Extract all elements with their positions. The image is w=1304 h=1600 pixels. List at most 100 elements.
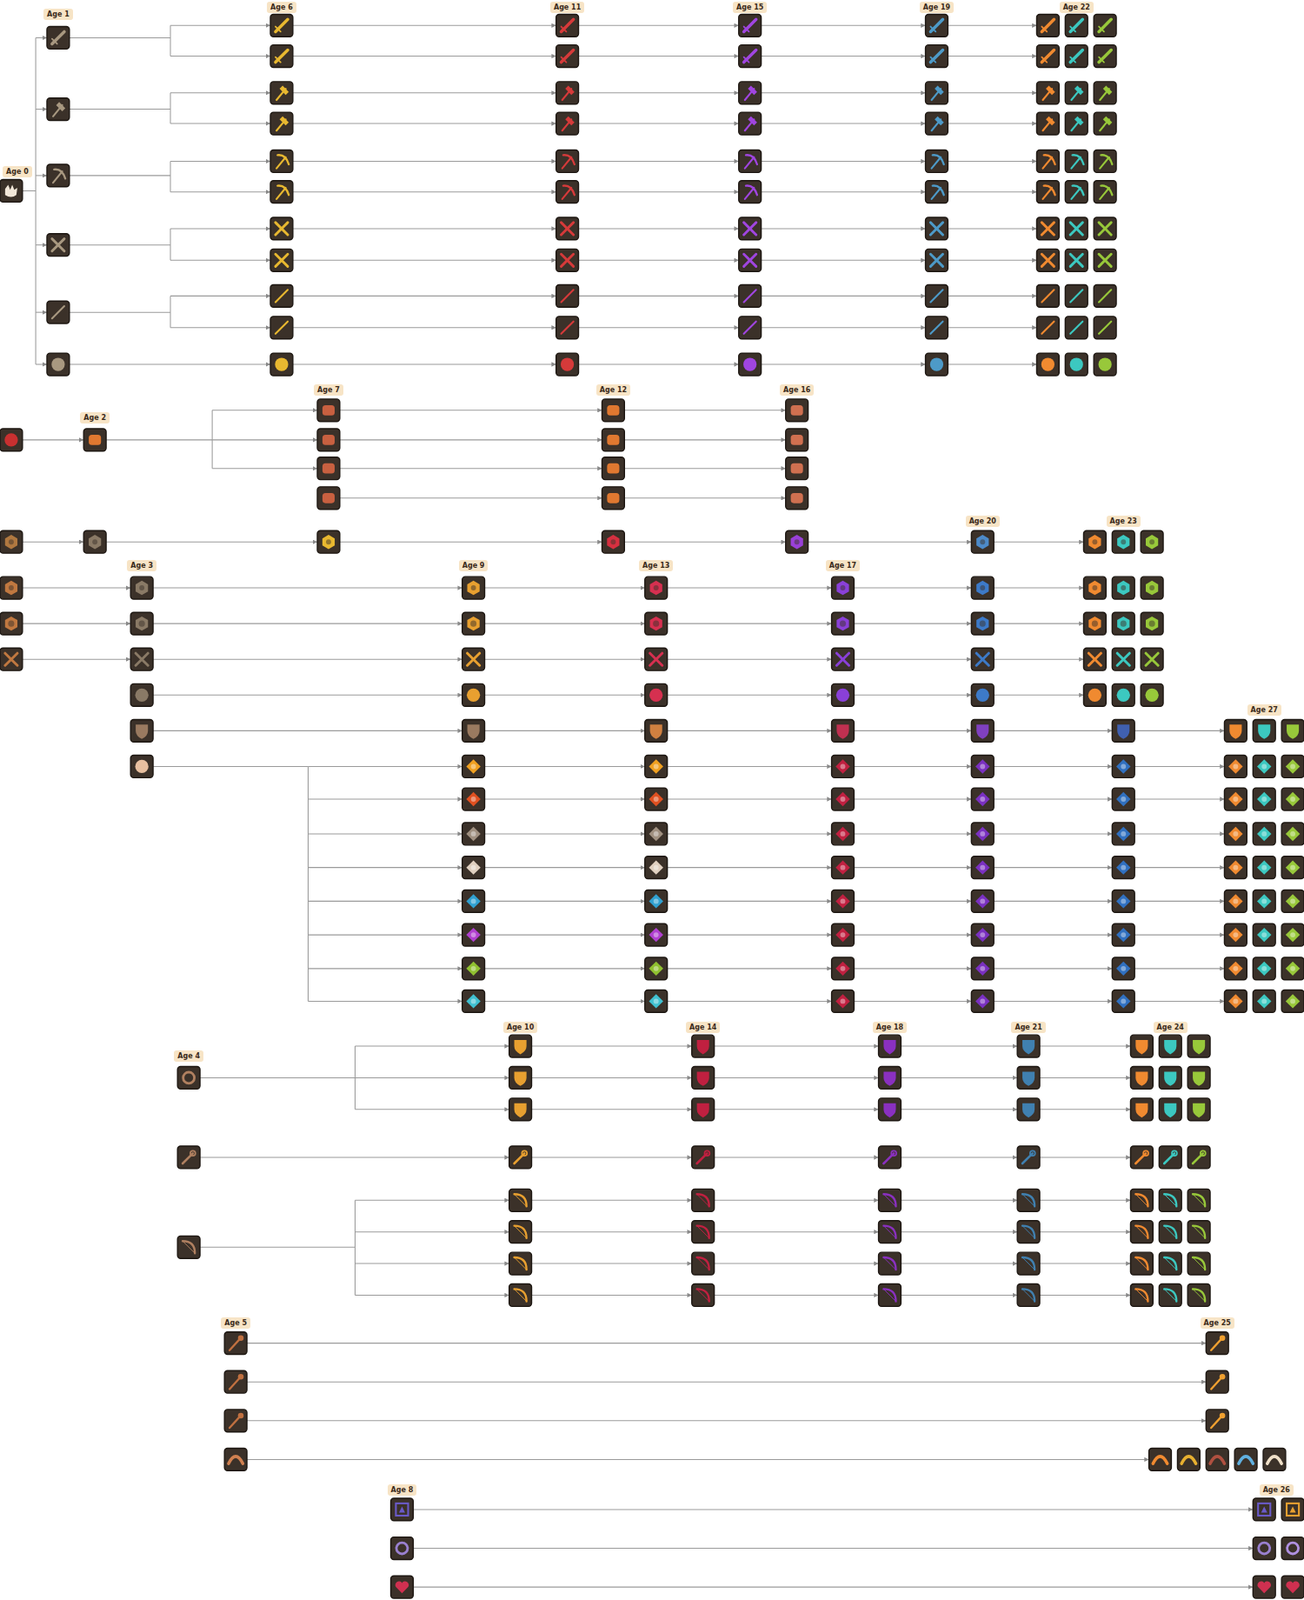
tech-icon	[1017, 1066, 1040, 1090]
tree-line	[307, 967, 462, 969]
tech-icon	[738, 248, 762, 272]
tree-line	[900, 1156, 1018, 1158]
tree-line	[947, 160, 1037, 162]
tech-icon	[1234, 1447, 1258, 1471]
tree-line	[900, 1263, 1018, 1265]
tech-icon	[971, 530, 994, 553]
tech-icon	[971, 989, 994, 1012]
age-badge: Age 9	[459, 559, 489, 572]
age-label: Age 24	[1157, 1023, 1185, 1032]
tree-line	[69, 244, 171, 246]
tech-icon	[1140, 530, 1164, 553]
tree-line	[153, 587, 463, 589]
tree-line	[667, 694, 832, 696]
tree-line	[354, 1045, 509, 1047]
tech-icon	[462, 612, 486, 635]
tech-icon	[601, 399, 625, 422]
tree-line	[153, 623, 463, 625]
tech-icon	[1140, 612, 1164, 635]
tree-line	[853, 694, 972, 696]
tree-line	[22, 541, 84, 543]
tree-line	[853, 967, 972, 969]
tree-line	[22, 190, 36, 192]
tree-line	[993, 623, 1084, 625]
tree-line	[993, 934, 1112, 936]
tree-line	[1134, 832, 1225, 834]
tech-icon	[509, 1145, 533, 1169]
tech-icon	[1036, 112, 1059, 135]
tree-line	[292, 92, 557, 94]
tech-icon	[1036, 13, 1059, 37]
tech-icon	[556, 180, 579, 204]
tech-icon	[645, 989, 668, 1012]
tree-line	[169, 160, 171, 192]
tech-icon	[556, 284, 579, 307]
tree-line	[900, 1199, 1018, 1201]
tech-icon	[1083, 576, 1106, 599]
tech-icon	[831, 787, 855, 811]
tree-line	[307, 900, 462, 902]
tech-icon	[462, 923, 486, 946]
tech-icon	[645, 612, 668, 635]
tree-line	[900, 1045, 1018, 1047]
tech-icon	[831, 989, 855, 1012]
tree-line	[532, 1199, 692, 1201]
tech-icon	[1036, 284, 1059, 307]
tech-icon	[462, 755, 486, 779]
tree-line	[69, 37, 171, 39]
tree-line	[485, 967, 646, 969]
tree-line	[667, 967, 832, 969]
tech-icon	[1263, 1447, 1286, 1471]
tree-line	[292, 259, 557, 261]
age-label: Age 15	[736, 3, 764, 12]
tree-line	[761, 259, 926, 261]
tree-line	[307, 832, 462, 834]
tech-icon	[971, 923, 994, 946]
tree-line	[170, 295, 271, 297]
tree-line	[106, 439, 213, 440]
age-badge: Age 4	[173, 1050, 204, 1062]
tech-icon	[462, 889, 486, 912]
tree-line	[485, 658, 646, 660]
tech-icon	[1111, 856, 1135, 879]
age-label: Age 23	[1110, 517, 1138, 526]
age-label: Age 2	[83, 413, 107, 422]
tech-icon	[1093, 217, 1117, 240]
tree-line	[292, 191, 557, 193]
tech-icon	[462, 822, 486, 845]
tech-icon	[878, 1097, 902, 1121]
tech-icon	[1130, 1220, 1153, 1244]
tree-line	[578, 326, 739, 328]
age-label: Age 16	[783, 385, 811, 394]
tech-icon	[1017, 1034, 1040, 1058]
tech-icon	[462, 957, 486, 980]
tree-line	[624, 541, 786, 543]
tech-icon	[1083, 612, 1106, 635]
tech-icon	[1093, 45, 1117, 68]
tech-icon	[1177, 1447, 1200, 1471]
tree-line	[853, 765, 972, 767]
tree-line	[169, 25, 171, 56]
tech-icon	[1252, 889, 1276, 912]
tree-line	[292, 227, 557, 229]
tree-line	[412, 1547, 1253, 1549]
tree-line	[667, 730, 832, 732]
tech-icon	[1252, 923, 1276, 946]
tech-icon	[1281, 822, 1304, 845]
tree-line	[485, 900, 646, 902]
age-badge: Age 6	[266, 1, 297, 14]
tech-icon	[556, 217, 579, 240]
tree-line	[153, 694, 463, 696]
tree-line	[170, 191, 271, 193]
tech-icon	[270, 13, 293, 37]
tech-icon	[785, 457, 809, 480]
tech-icon	[556, 81, 579, 105]
tree-line	[307, 866, 462, 868]
tech-icon	[925, 81, 949, 105]
age-label: Age 27	[1250, 705, 1278, 714]
tree-line	[212, 409, 318, 411]
tech-icon	[1281, 856, 1304, 879]
tree-line	[532, 1230, 692, 1232]
